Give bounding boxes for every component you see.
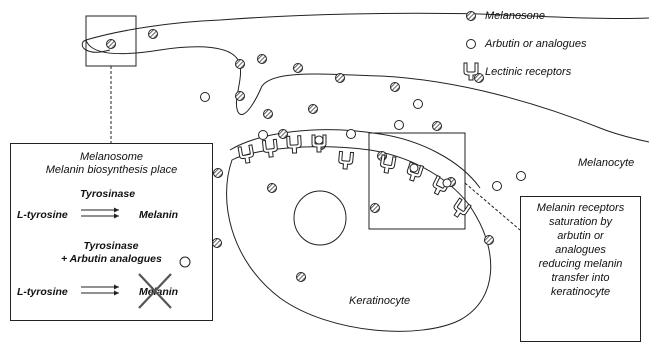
legend-receptor-label: Lectinic receptors [485,66,572,78]
arbutin-molecule [394,120,404,130]
right-box-line: keratinocyte [550,286,611,298]
receptor [261,138,279,159]
melanosome [235,91,245,101]
keratinocyte-cell [226,146,492,332]
bound-arbutin [314,135,452,188]
melanocyte-dendrite-outline [85,39,649,143]
zoom-frame-receptors [368,132,466,230]
reaction2-arrows [81,284,119,296]
right-box-line: Melanin receptors [536,202,625,214]
reaction2-enzyme-line2: + Arbutin analogues [61,253,162,265]
right-box-line: analogues [555,244,606,256]
melanosome-info-box: Melanosome Melanin biosynthesis place Ty… [10,143,213,321]
legend-arbutin-symbol [466,39,476,49]
receptor-info-box: Melanin receptors saturation by arbutin … [520,196,641,342]
legend-melanosome-symbol [466,11,476,21]
left-box-title-line1: Melanosome [80,151,143,163]
receptor [449,197,472,221]
melanocyte-label: Melanocyte [578,157,635,169]
reaction2-product: Melanin [139,286,179,298]
arbutin-molecule [346,129,356,139]
receptor [337,150,354,171]
legend-arbutin-label: Arbutin or analogues [485,38,587,50]
melanosome [335,73,345,83]
left-box-title-line2: Melanin biosynthesis place [45,164,178,176]
arbutin-molecule [200,92,210,102]
keratinocyte-label: Keratinocyte [349,295,411,307]
melanosome [370,203,380,213]
melanosome [308,104,318,114]
melanosome [267,183,277,193]
left-box-arbutin-icon [179,256,191,268]
arbutin-molecule [413,99,423,109]
receptor [286,135,303,154]
arbutin-molecule [258,130,268,140]
right-box-line: saturation by [549,216,612,228]
melanosome [235,59,245,69]
arbutin-molecule [492,181,502,191]
melanosome [213,168,223,178]
reaction2-enzyme-line1: Tyrosinase [83,240,139,252]
receptor [378,154,397,175]
keratinocyte-nucleus [293,190,347,246]
legend-melanosome-label: Melanosone [485,10,545,22]
melanosome [390,82,400,92]
melanosome [257,54,267,64]
connector-right [464,182,521,231]
melanosome [296,272,306,282]
arbutin-molecule [516,171,526,181]
melanosome [106,39,116,49]
right-box-line: arbutin or [557,230,604,242]
melanosome [212,238,222,248]
melanosome [293,63,303,73]
melanosome [263,109,273,119]
melanosome [278,129,288,139]
reaction1-arrows [81,207,119,219]
reaction2-substrate: L-tyrosine [17,286,68,298]
blocked-x-icon [138,273,172,309]
left-box-graphics [81,207,191,309]
right-box-line: reducing melanin [538,258,623,270]
reaction1-enzyme: Tyrosinase [80,188,136,200]
reaction1-product: Melanin [139,209,179,221]
melanosome [432,121,442,131]
reaction1-substrate: L-tyrosine [17,209,68,221]
melanocyte-outer-membrane [85,12,649,41]
melanosome [148,29,158,39]
lectinic-receptors [237,134,472,221]
right-box-line: transfer into [551,272,610,284]
melanosome [484,235,494,245]
